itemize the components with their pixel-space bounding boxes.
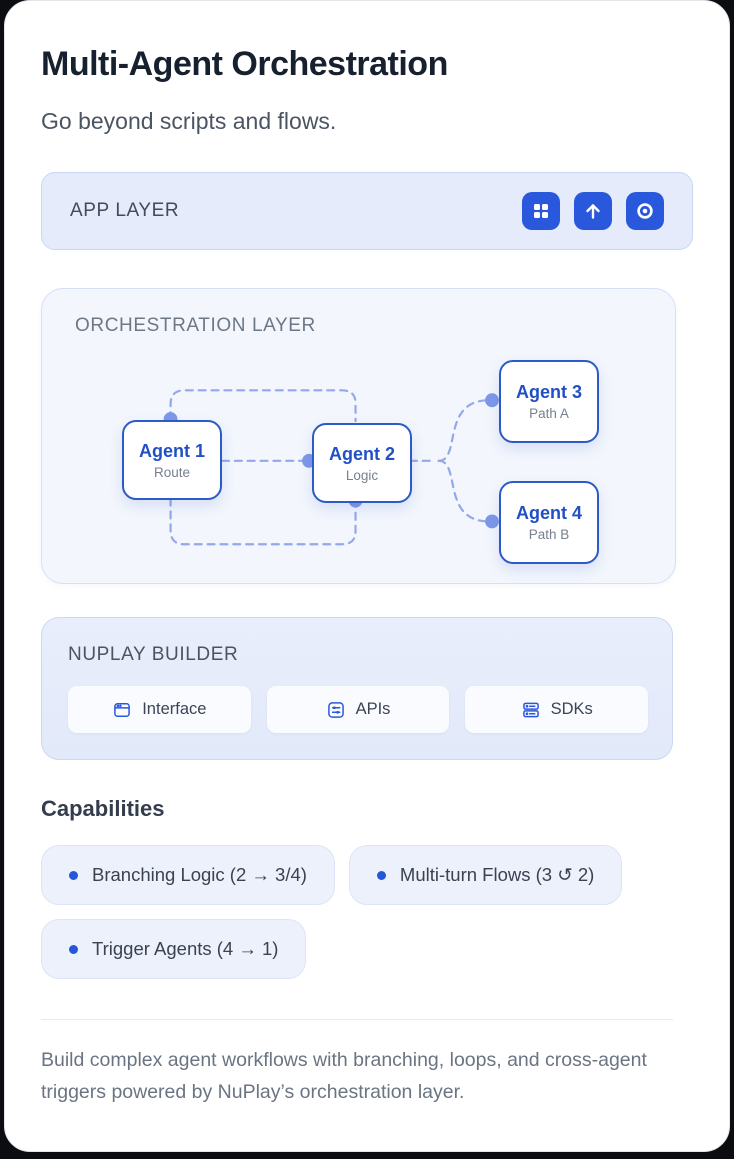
capability-label: Branching Logic (2 → 3/4) — [92, 864, 307, 885]
server-icon — [521, 700, 541, 720]
capability-label: Trigger Agents (4 → 1) — [92, 938, 279, 959]
target-icon — [635, 201, 655, 221]
sliders-icon — [326, 700, 346, 720]
bullet-dot-icon — [376, 870, 386, 880]
bullet-dot-icon — [69, 870, 78, 880]
chip-sdks[interactable]: SDKs — [465, 686, 649, 733]
agent-name: Agent 1 — [138, 440, 205, 461]
app-layer-buttons — [522, 192, 664, 230]
capability-pill-trigger-agents: Trigger Agents (4 → 1) — [41, 919, 307, 979]
capability-pill-multi-turn-flows: Multi-turn Flows (3 ↺ 2) — [348, 845, 623, 905]
grid-icon — [531, 201, 551, 221]
agent-name: Agent 4 — [515, 503, 582, 523]
agent-role: Path B — [528, 527, 570, 542]
chip-interface[interactable]: Interface — [68, 686, 251, 733]
orchestration-layer-panel: ORCHESTRATION LAYER Agent 1 Route — [41, 288, 676, 584]
agent-node-2: Agent 2 Logic — [312, 423, 412, 503]
capabilities-list: Branching Logic (2 → 3/4) Multi-turn Flo… — [41, 845, 681, 979]
feature-card: Multi-Agent Orchestration Go beyond scri… — [4, 0, 730, 1152]
builder-chip-row: Interface APIs — [68, 686, 649, 733]
capabilities-heading: Capabilities — [41, 796, 165, 821]
agent-name: Agent 2 — [328, 443, 395, 464]
agent-node-1: Agent 1 Route — [122, 420, 222, 500]
nuplay-builder-label: NUPLAY BUILDER — [68, 644, 239, 665]
footer-description: Build complex agent workflows with branc… — [41, 1049, 647, 1104]
agent-node-4: Agent 4 Path B — [499, 481, 599, 564]
arrow-up-icon — [583, 201, 603, 221]
upload-button[interactable] — [574, 192, 612, 230]
chip-apis[interactable]: APIs — [266, 686, 450, 733]
chip-label: APIs — [355, 700, 391, 718]
page-subtitle: Go beyond scripts and flows. — [41, 108, 337, 134]
agent-name: Agent 3 — [515, 382, 582, 402]
agent-node-3: Agent 3 Path A — [499, 360, 599, 443]
capability-label: Multi-turn Flows (3 ↺ 2) — [399, 864, 595, 885]
bullet-dot-icon — [69, 944, 78, 954]
browser-window-icon — [112, 700, 132, 720]
page-title: Multi-Agent Orchestration — [41, 45, 448, 83]
agent-role: Path A — [529, 406, 569, 421]
capability-pill-branching-logic: Branching Logic (2 → 3/4) — [41, 845, 335, 905]
target-button[interactable] — [626, 192, 664, 230]
chip-label: SDKs — [550, 700, 593, 718]
orchestration-layer-label: ORCHESTRATION LAYER — [75, 315, 316, 336]
grid-button[interactable] — [522, 192, 560, 230]
chip-label: Interface — [142, 700, 207, 718]
divider — [41, 1019, 673, 1020]
app-layer-panel: APP LAYER — [41, 172, 693, 250]
agent-role: Route — [153, 464, 191, 480]
agent-role: Logic — [345, 467, 379, 483]
app-layer-label: APP LAYER — [70, 200, 180, 221]
nuplay-builder-panel: NUPLAY BUILDER Interface — [41, 617, 673, 760]
